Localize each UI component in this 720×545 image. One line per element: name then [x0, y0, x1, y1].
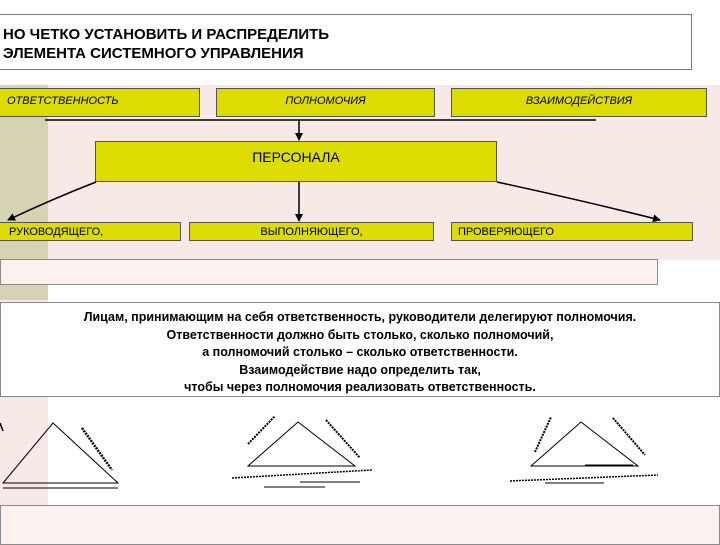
box-checking: ПРОВЕРЯЮЩЕГО: [451, 222, 693, 241]
title-box: НО ЧЕТКО УСТАНОВИТЬ И РАСПРЕДЕЛИТЬ ЭЛЕМЕ…: [0, 14, 692, 70]
text-line-5: чтобы через полномочия реализовать ответ…: [184, 380, 536, 394]
box-managing: РУКОВОДЯЩЕГО,: [0, 222, 181, 241]
text-line-2: Ответственности должно быть столько, ско…: [166, 327, 554, 342]
box-interaction: ВЗАИМОДЕЙСТВИЯ: [451, 88, 707, 117]
box-responsibility: ОТВЕТСТВЕННОСТЬ: [0, 88, 200, 117]
box-authority: ПОЛНОМОЧИЯ: [216, 88, 435, 117]
title-line-2: ЭЛЕМЕНТА СИСТЕМНОГО УПРАВЛЕНИЯ: [3, 45, 304, 62]
box-interaction-label: ВЗАИМОДЕЙСТВИЯ: [525, 95, 633, 107]
triangle-diagram-3: [509, 416, 659, 484]
box-executing-label: ВЫПОЛНЯЮЩЕГО,: [260, 226, 363, 238]
triangle-diagram-2: [231, 415, 373, 488]
arrow-to-checking: [496, 181, 661, 223]
title-line-1: НО ЧЕТКО УСТАНОВИТЬ И РАСПРЕДЕЛИТЬ: [3, 26, 330, 43]
text-box: Лицам, принимающим на себя ответственнос…: [0, 302, 720, 397]
box-responsibility-label: ОТВЕТСТВЕННОСТЬ: [7, 95, 119, 107]
arrow-to-managing: [7, 181, 97, 221]
text-line-3: а полномочий столько – сколько ответстве…: [202, 345, 518, 359]
box-personnel: ПЕРСОНАЛА: [95, 141, 497, 182]
box-authority-label: ПОЛНОМОЧИЯ: [285, 95, 366, 107]
box-personnel-label: ПЕРСОНАЛА: [252, 149, 340, 165]
box-managing-label: РУКОВОДЯЩЕГО,: [9, 226, 104, 238]
text-line-1: Лицам, принимающим на себя ответственнос…: [83, 310, 637, 324]
text-line-4: Взаимодействие надо определить так,: [239, 362, 481, 377]
box-executing: ВЫПОЛНЯЮЩЕГО,: [189, 222, 434, 241]
triangle-diagram-1: [0, 422, 120, 489]
empty-bar: [0, 259, 658, 285]
box-checking-label: ПРОВЕРЯЮЩЕГО: [458, 226, 554, 238]
